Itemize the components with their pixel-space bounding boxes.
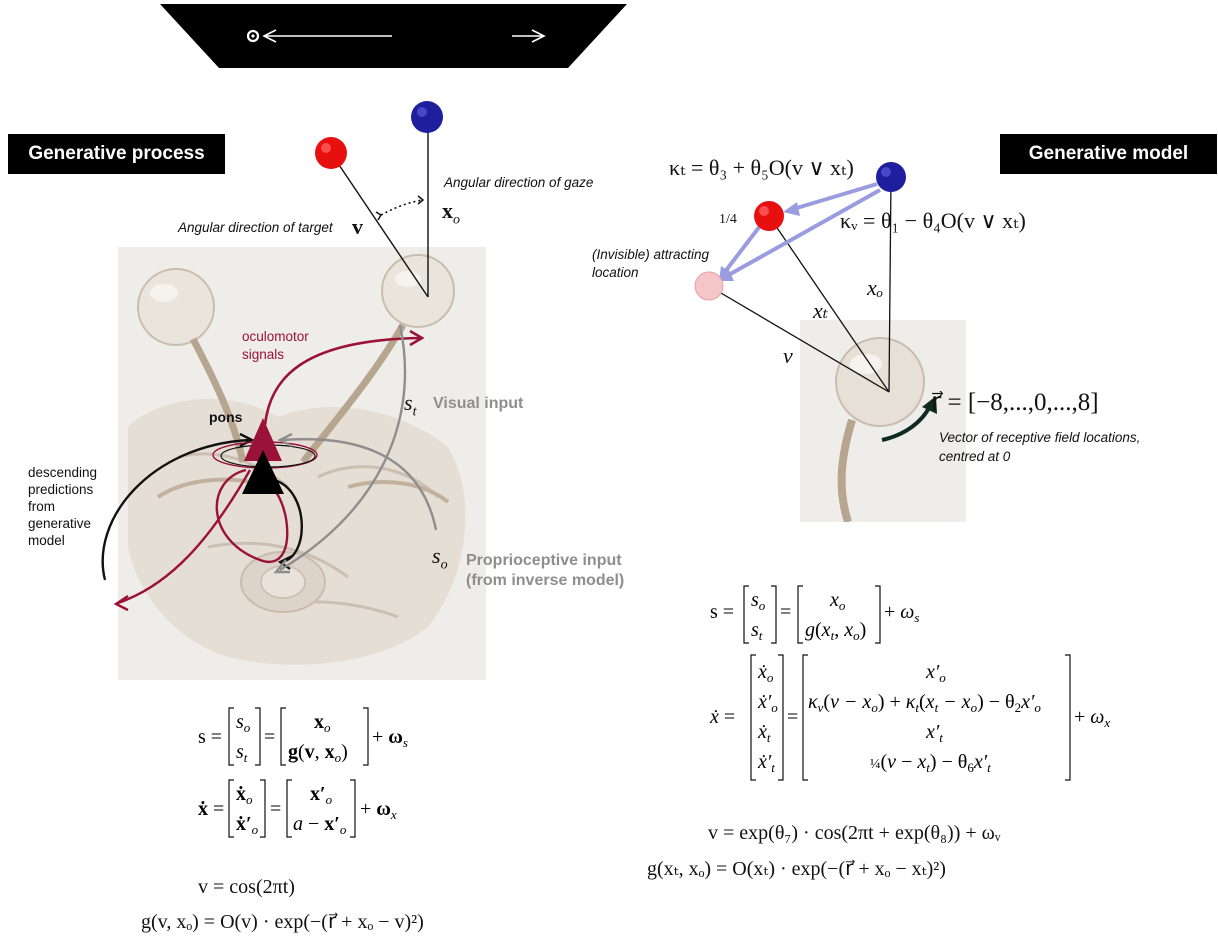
svg-text:a − x′o: a − x′o xyxy=(293,813,347,837)
invisible-location-label: (Invisible) attracting location xyxy=(592,247,710,280)
target-line xyxy=(330,152,429,298)
svg-text:+ ωs: + ωs xyxy=(884,601,919,625)
pons-label: pons xyxy=(209,409,243,425)
svg-text:+ ωx: + ωx xyxy=(360,798,397,822)
screen-banner xyxy=(160,4,627,68)
descending-predictions-arrow xyxy=(101,438,251,581)
r-vector-equation: r⃗ = [−8,...,0,...,8] xyxy=(931,389,1099,416)
svg-text:ẋ′o: ẋ′o xyxy=(757,691,778,715)
xo-symbol: xo xyxy=(442,198,460,228)
proprioceptive-arrow xyxy=(281,437,438,531)
svg-text:ẋt: ẋt xyxy=(757,721,771,745)
v-model-equation: v = exp(θ₇) · cos(2πt + exp(θ₈)) + ωᵥ xyxy=(708,822,1001,844)
maroon-triangle xyxy=(244,418,282,461)
svg-text:xo: xo xyxy=(829,589,846,613)
xo-model-symbol: xₒ xyxy=(867,275,884,300)
svg-text:so: so xyxy=(751,589,766,613)
svg-text:g(xt, xo): g(xt, xo) xyxy=(805,619,866,643)
svg-text:ẋo: ẋo xyxy=(236,783,253,807)
svg-text:ẋ′o: ẋ′o xyxy=(236,813,259,837)
svg-text:x′t: x′t xyxy=(925,721,943,745)
st-symbol: st xyxy=(404,390,417,420)
svg-text:x′o: x′o xyxy=(310,783,333,807)
kappa-t-equation: κₜ = θ₃ + θ₅O(v ∨ xₜ) xyxy=(669,155,854,180)
angle-arc xyxy=(380,199,424,216)
model-equations: s = so st = xo g(xt, xo) + ωs ẋ = ẋo ẋ′o… xyxy=(709,585,1110,781)
svg-text:st: st xyxy=(751,619,763,643)
v-model-symbol: v xyxy=(783,343,793,368)
svg-text:xo: xo xyxy=(314,711,331,735)
svg-text:¼(v − xt) − θ6x′t: ¼(v − xt) − θ6x′t xyxy=(870,751,991,775)
model-blue-ball xyxy=(876,162,906,192)
red-target-ball xyxy=(315,137,347,169)
xt-model-symbol: xₜ xyxy=(813,298,829,323)
receptive-field-caption: Vector of receptive field locations, cen… xyxy=(939,430,1141,464)
svg-text:ẋ′t: ẋ′t xyxy=(757,751,775,775)
svg-text:x′o: x′o xyxy=(925,661,946,685)
v-equation: v = cos(2πt) xyxy=(198,876,295,898)
model-red-ball xyxy=(754,201,784,231)
svg-text:st: st xyxy=(236,741,248,765)
receptive-field-arrow xyxy=(881,405,932,442)
svg-text:=: = xyxy=(264,726,275,748)
generative-model-title: Generative model xyxy=(1000,134,1217,174)
process-equations: s = so st = xo g(v, xo) + ωs ẋ = ẋo ẋ′o … xyxy=(198,707,408,838)
attracting-location-ball xyxy=(694,271,724,301)
target-label: Angular direction of target xyxy=(178,220,333,235)
kappa-v-equation: κᵥ = θ₁ − θ₄O(v ∨ xₜ) xyxy=(840,208,1026,233)
blue-gaze-ball xyxy=(411,101,443,133)
so-symbol: so xyxy=(432,543,448,573)
descending-maroon-arrow xyxy=(117,469,252,605)
quarter-label: 1/4 xyxy=(719,212,737,227)
generative-model-diagram xyxy=(694,162,937,442)
oculomotor-label: oculomotor signals xyxy=(242,329,309,362)
svg-text:=: = xyxy=(270,798,281,820)
svg-text:+ ωx: + ωx xyxy=(1074,706,1110,730)
black-triangle xyxy=(242,450,284,494)
visual-input-label: Visual input xyxy=(433,395,524,412)
g-model-equation: g(xₜ, xₒ) = O(xₜ) · exp(−(r⃗ + xₒ − xₜ)²… xyxy=(647,858,946,880)
g-equation: g(v, xₒ) = O(v) · exp(−(r⃗ + xₒ − v)²) xyxy=(141,911,424,933)
svg-text:=: = xyxy=(780,601,791,623)
svg-text:=: = xyxy=(787,706,798,728)
v-symbol: v xyxy=(352,214,363,239)
descending-predictions-label: descending predictions from generative m… xyxy=(28,465,98,548)
visual-input-arrow xyxy=(279,324,407,572)
proprioceptive-label: Proprioceptive input (from inverse model… xyxy=(466,552,625,589)
eq-x-lhs: ẋ = xyxy=(198,798,224,820)
svg-text:s =: s = xyxy=(710,601,734,623)
svg-text:ẋo: ẋo xyxy=(757,661,774,685)
generative-process-title: Generative process xyxy=(8,134,225,174)
svg-text:+ ωs: + ωs xyxy=(372,726,408,750)
svg-text:g(v, xo): g(v, xo) xyxy=(288,741,348,765)
generative-process-diagram xyxy=(101,101,443,612)
eye-illustration xyxy=(800,320,966,522)
svg-text:ẋ =: ẋ = xyxy=(709,706,735,728)
svg-text:κv(v − xo) + κt(xt − xo) − θ2x: κv(v − xo) + κt(xt − xo) − θ2x′o xyxy=(808,691,1041,715)
oculomotor-arrow xyxy=(263,336,421,426)
eq-s-lhs: s = xyxy=(198,726,222,748)
gaze-label: Angular direction of gaze xyxy=(444,175,594,190)
svg-text:so: so xyxy=(236,711,251,735)
